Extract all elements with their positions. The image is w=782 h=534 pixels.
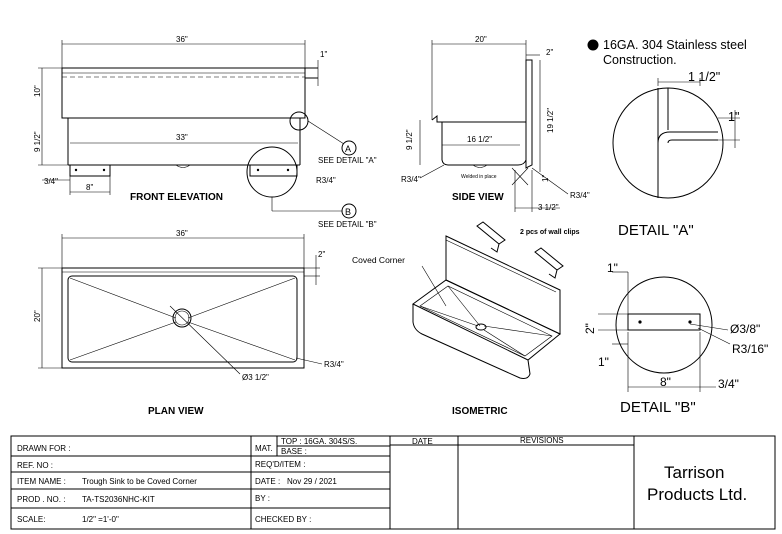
detail-b-dim-height: 2" bbox=[583, 323, 597, 334]
date-column-header: DATE bbox=[412, 437, 433, 446]
clips-note: 2 pcs of wall clips bbox=[520, 229, 580, 236]
front-dim-flange: 1" bbox=[320, 50, 327, 59]
plan-dim-back: 2" bbox=[318, 250, 325, 259]
side-radius-right: R3/4" bbox=[570, 191, 590, 200]
revisions-column-header: REVISIONS bbox=[520, 436, 564, 445]
company-line2: Products Ltd. bbox=[647, 485, 747, 504]
side-dim-bowl: 9 1/2" bbox=[405, 129, 414, 150]
date-label: DATE : bbox=[255, 477, 280, 486]
drawn-for-label: DRAWN FOR : bbox=[17, 444, 70, 453]
side-dim-top: 2" bbox=[546, 48, 553, 57]
scale-label: SCALE: bbox=[17, 515, 45, 524]
note-line1: 16GA. 304 Stainless steel bbox=[603, 38, 747, 52]
side-dim-backsplash: 19 1/2" bbox=[546, 108, 555, 133]
weld-note: Welded in place bbox=[461, 174, 497, 180]
detail-b-hole: Ø3/8" bbox=[730, 322, 760, 336]
by-label: BY : bbox=[255, 494, 270, 503]
side-dim-depth: 20" bbox=[475, 35, 487, 44]
side-view: 20" 2" 19 1/2" 9 1/2" 16 1/2" R3/4" Weld… bbox=[401, 35, 590, 212]
side-view-title: SIDE VIEW bbox=[452, 192, 504, 203]
plan-view-title: PLAN VIEW bbox=[148, 406, 204, 417]
detail-b-dim-top: 1" bbox=[607, 261, 618, 275]
front-dim-inner: 33" bbox=[176, 133, 188, 142]
side-dim-bottom: 3 1/2" bbox=[538, 203, 559, 212]
plan-drain: Ø3 1/2" bbox=[242, 373, 269, 382]
note-line2: Construction. bbox=[603, 53, 677, 67]
mat-top: TOP : 16GA. 304S/S. bbox=[281, 437, 357, 446]
scale-value: 1/2" =1'-0" bbox=[82, 515, 119, 524]
checked-label: CHECKED BY : bbox=[255, 515, 311, 524]
isometric-view: 2 pcs of wall clips Coved Corner ISOMETR… bbox=[352, 221, 580, 417]
side-radius-left: R3/4" bbox=[401, 175, 421, 184]
detail-a-view: 1 1/2" 1" DETAIL "A" bbox=[612, 70, 740, 239]
plan-dim-depth: 20" bbox=[33, 310, 42, 322]
side-dim-inner: 16 1/2" bbox=[467, 135, 492, 144]
bubble-a: A bbox=[345, 144, 351, 154]
see-detail-b: SEE DETAIL "B" bbox=[318, 220, 377, 229]
title-block: DRAWN FOR : REF. NO : ITEM NAME : Trough… bbox=[10, 435, 776, 530]
ref-no-label: REF. NO : bbox=[17, 461, 53, 470]
front-dim-clip-offset: 3/4" bbox=[44, 177, 58, 186]
detail-b-radius: R3/16" bbox=[732, 342, 768, 356]
item-name-value: Trough Sink to be Coved Corner bbox=[82, 477, 197, 486]
company-line1: Tarrison bbox=[664, 463, 724, 482]
detail-a-title: DETAIL "A" bbox=[618, 222, 694, 239]
bullet-icon bbox=[587, 39, 599, 51]
isometric-title: ISOMETRIC bbox=[452, 406, 508, 417]
coved-corner-label: Coved Corner bbox=[352, 255, 405, 265]
item-name-label: ITEM NAME : bbox=[17, 477, 66, 486]
mat-label: MAT. bbox=[255, 444, 273, 453]
detail-b-view: 1" 2" 1" Ø3/8" R3/16" 8" 3/4" DETAIL "B" bbox=[583, 261, 768, 416]
detail-a-dim2: 1" bbox=[728, 110, 739, 124]
bubble-b: B bbox=[345, 207, 351, 217]
see-detail-a: SEE DETAIL "A" bbox=[318, 156, 377, 165]
reqd-label: REQ'D/ITEM : bbox=[255, 460, 305, 469]
plan-radius: R3/4" bbox=[324, 360, 344, 369]
date-value: Nov 29 / 2021 bbox=[287, 477, 337, 486]
front-radius: R3/4" bbox=[316, 176, 336, 185]
front-elevation-view: 36" 1" 10" 9 1/2" 33" 8" 3/4" bbox=[33, 35, 377, 229]
detail-a-dim1: 1 1/2" bbox=[688, 70, 720, 84]
detail-b-dim-off: 3/4" bbox=[718, 377, 739, 391]
front-dim-clip-width: 8" bbox=[86, 183, 93, 192]
front-dim-bowl-height: 9 1/2" bbox=[33, 131, 42, 152]
mat-base: BASE : bbox=[281, 447, 307, 456]
side-dim-drop: 1" bbox=[541, 175, 550, 182]
prod-no-value: TA-TS2036NHC-KIT bbox=[82, 495, 155, 504]
detail-b-dim-bottom: 1" bbox=[598, 355, 609, 369]
front-dim-height: 10" bbox=[33, 85, 42, 97]
detail-b-dim-len: 8" bbox=[660, 375, 671, 389]
plan-view: 36" Ø3 1/2" 20" 2" R3/4" PLAN VIEW bbox=[33, 229, 344, 417]
plan-dim-width: 36" bbox=[176, 229, 188, 238]
front-dim-width: 36" bbox=[176, 35, 188, 44]
front-elevation-title: FRONT ELEVATION bbox=[130, 192, 223, 203]
prod-no-label: PROD . NO. : bbox=[17, 495, 65, 504]
detail-b-title: DETAIL "B" bbox=[620, 399, 696, 416]
